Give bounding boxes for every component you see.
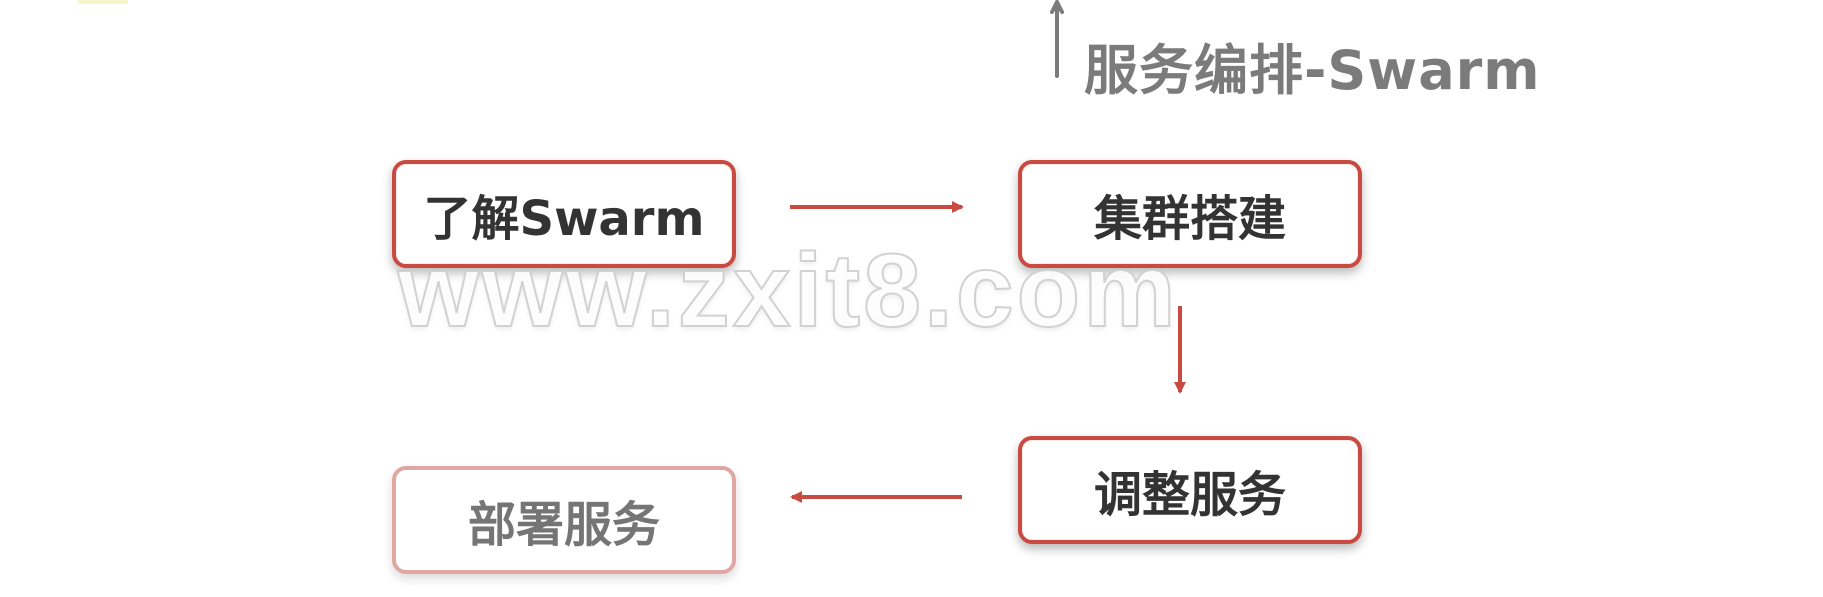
step-label: 集群搭建 (1093, 191, 1286, 247)
step-box-adjust-service: 调整服务 (1018, 436, 1362, 544)
step-label: 了解Swarm (423, 191, 705, 247)
step-box-deploy-service: 部署服务 (392, 466, 736, 574)
step-label: 部署服务 (467, 497, 660, 553)
page-title: 服务编排-Swarm (1084, 39, 1541, 102)
step-box-learn-swarm: 了解Swarm (392, 160, 736, 268)
corner-highlight (78, 0, 128, 4)
step-label: 调整服务 (1093, 467, 1286, 523)
up-arrow-icon (1050, 0, 1064, 78)
step-box-cluster-setup: 集群搭建 (1018, 160, 1362, 268)
